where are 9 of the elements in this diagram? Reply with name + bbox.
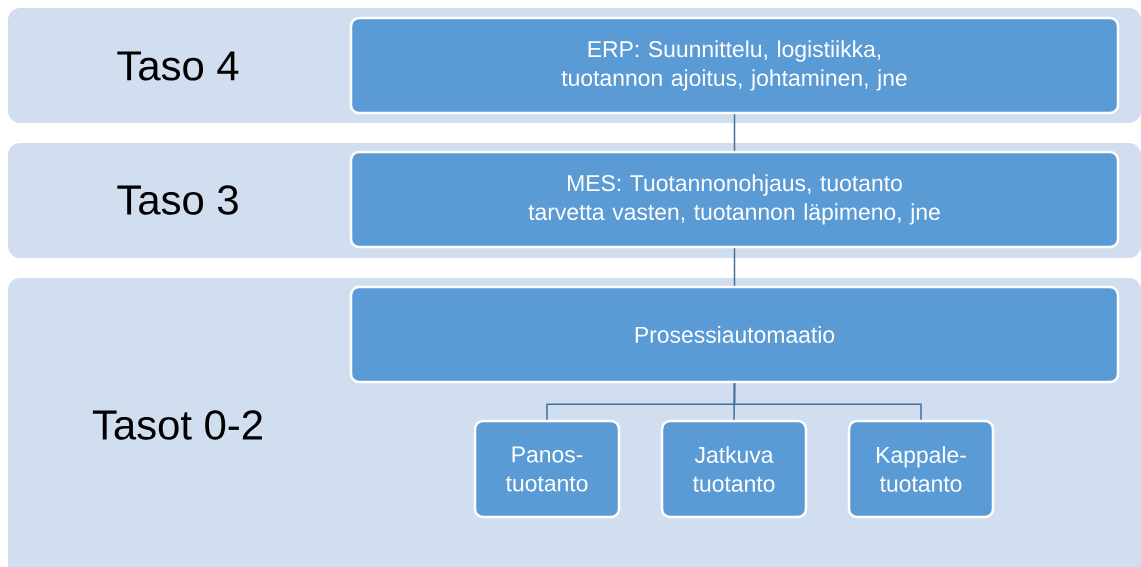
process-box: ERP: Suunnittelu, logistiikka, tuotannon ajoitus, johtaminen, jne: [349, 16, 1120, 115]
process-box: Panos-tuotanto: [473, 419, 621, 519]
connector-line: [733, 382, 922, 421]
process-box: Prosessiautomaatio: [349, 285, 1120, 384]
process-box: MES: Tuotannonohjaus, tuotanto tarvetta vasten, tuotannon läpimeno, jne: [349, 150, 1120, 249]
connector-line: [733, 247, 736, 287]
process-box: Kappale-tuotanto: [847, 419, 995, 519]
process-box: Jatkuva tuotanto: [660, 419, 808, 519]
connector-line: [733, 113, 736, 152]
